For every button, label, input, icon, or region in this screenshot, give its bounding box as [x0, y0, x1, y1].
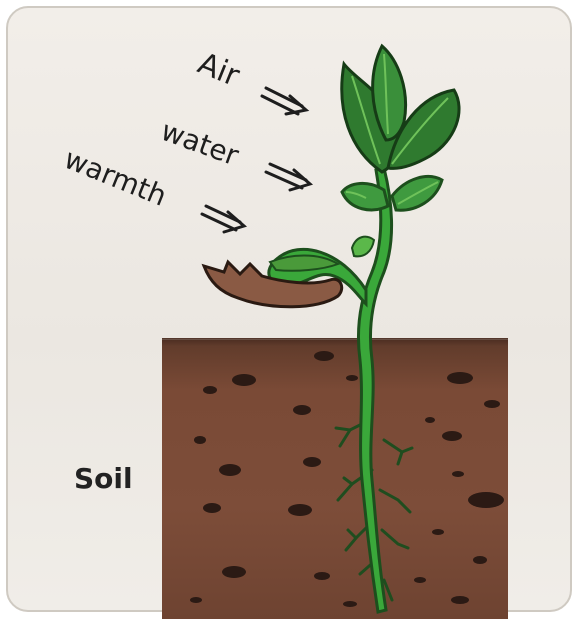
- leaf-bud: [352, 237, 374, 257]
- plant-stem: [359, 168, 392, 612]
- arrow-warmth: [202, 206, 244, 232]
- label-soil: Soil: [74, 462, 133, 495]
- arrow-water: [266, 164, 310, 190]
- arrow-air: [262, 88, 306, 114]
